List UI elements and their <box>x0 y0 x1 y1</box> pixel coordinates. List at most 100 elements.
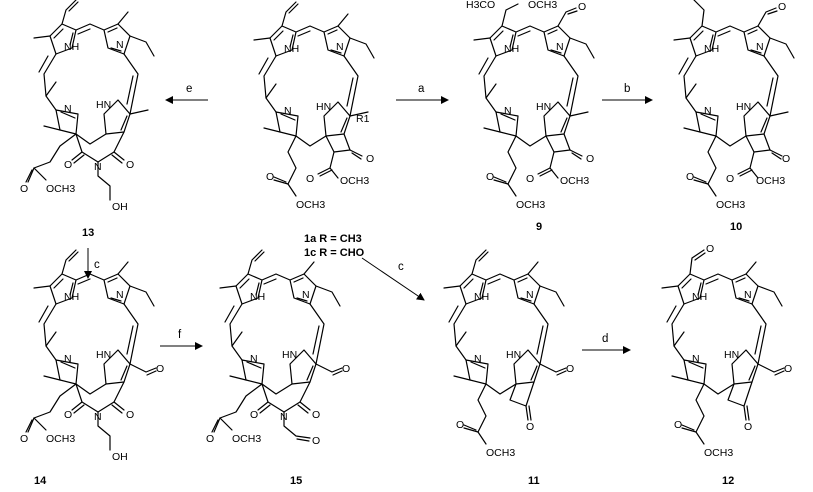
atom-o: O <box>782 153 790 165</box>
compound-label-10: 10 <box>730 221 742 233</box>
arrow-f: f <box>160 329 203 350</box>
step-label-b: b <box>624 83 630 95</box>
atom-hn: HN <box>96 99 111 111</box>
atom-n: N <box>284 105 292 117</box>
arrow-c-diagonal: c <box>361 257 425 301</box>
atom-o: O <box>366 153 374 165</box>
compound-label-1c: 1c R = CHO <box>304 247 365 259</box>
atom-nh: NH <box>64 291 79 303</box>
atom-nh: NH <box>284 43 299 55</box>
atom-n: N <box>116 289 124 301</box>
atom-n: N <box>526 289 534 301</box>
atom-n: N <box>302 289 310 301</box>
atom-nh: NH <box>250 291 265 303</box>
compound-label-13: 13 <box>82 227 94 239</box>
atom-oh: OH <box>112 451 128 463</box>
compound-9: NH N N HN H3CO OCH3 O O O OCH3 O OCH3 9 <box>466 0 595 233</box>
atom-o: O <box>778 1 786 13</box>
step-label-c: c <box>94 259 100 271</box>
atom-n: N <box>64 353 72 365</box>
atom-o: O <box>20 433 28 445</box>
compound-12: NH N N HN O O O O OCH3 12 <box>661 243 792 487</box>
atom-hn: HN <box>736 101 751 113</box>
atom-n: N <box>692 353 700 365</box>
atom-n: N <box>94 161 102 173</box>
compound-1: NH N N HN R1 O O OCH3 O OCH3 1a R = CH3 … <box>253 1 375 259</box>
step-label-f: f <box>178 329 182 341</box>
atom-hn: HN <box>536 101 551 113</box>
atom-n: N <box>250 353 258 365</box>
atom-o: O <box>126 159 134 171</box>
atom-n: N <box>744 289 752 301</box>
compound-10: NH N N HN O O O O OCH3 O OCH3 10 <box>673 0 795 233</box>
atom-n: N <box>704 105 712 117</box>
atom-o: O <box>250 409 258 421</box>
atom-hn: HN <box>316 101 331 113</box>
atom-hn: HN <box>282 349 297 361</box>
atom-o: O <box>686 171 694 183</box>
compound-13: NH N N HN N O O OH O OCH3 13 <box>20 0 155 239</box>
atom-hn: HN <box>96 349 111 361</box>
compound-label-14: 14 <box>34 475 47 487</box>
compound-label-15: 15 <box>290 475 302 487</box>
atom-o: O <box>64 159 72 171</box>
compound-14: NH N N HN O N O O OH O OCH3 14 <box>20 249 164 487</box>
atom-h3co: H3CO <box>466 0 495 11</box>
atom-o: O <box>312 435 320 447</box>
atom-o: O <box>266 171 274 183</box>
compound-label-12: 12 <box>722 475 734 487</box>
atom-o: O <box>578 1 586 13</box>
atom-o: O <box>726 173 734 185</box>
compound-label-11: 11 <box>528 475 540 487</box>
atom-nh: NH <box>64 41 79 53</box>
atom-och3: OCH3 <box>560 175 589 187</box>
atom-och3: OCH3 <box>528 0 557 11</box>
atom-o: O <box>156 363 164 375</box>
atom-o: O <box>342 363 350 375</box>
atom-nh: NH <box>692 291 707 303</box>
atom-o: O <box>64 409 72 421</box>
step-label-c: c <box>398 261 404 273</box>
atom-n: N <box>64 103 72 115</box>
atom-o: O <box>706 243 714 255</box>
atom-och3: OCH3 <box>340 175 369 187</box>
atom-och3: OCH3 <box>296 199 325 211</box>
atom-och3: OCH3 <box>46 433 75 445</box>
compound-11: NH N N HN O O O OCH3 11 <box>443 249 574 487</box>
atom-och3: OCH3 <box>46 183 75 195</box>
atom-och3: OCH3 <box>516 199 545 211</box>
atom-o: O <box>456 419 464 431</box>
atom-o: O <box>306 173 314 185</box>
atom-nh: NH <box>504 43 519 55</box>
compound-label-9: 9 <box>536 221 542 233</box>
atom-och3: OCH3 <box>232 433 261 445</box>
atom-o: O <box>206 433 214 445</box>
atom-o: O <box>784 363 792 375</box>
atom-o: O <box>312 409 320 421</box>
arrow-a: a <box>396 83 449 104</box>
atom-o: O <box>526 173 534 185</box>
atom-och3: OCH3 <box>704 447 733 459</box>
atom-r1: R1 <box>356 113 370 125</box>
atom-o: O <box>526 421 534 433</box>
compound-label-1a: 1a R = CH3 <box>304 233 362 245</box>
atom-n: N <box>556 41 564 53</box>
atom-hn: HN <box>724 349 739 361</box>
atom-n: N <box>474 353 482 365</box>
arrow-b: b <box>602 83 653 104</box>
arrow-e: e <box>165 83 208 104</box>
atom-o: O <box>674 419 682 431</box>
atom-o: O <box>20 183 28 195</box>
atom-hn: HN <box>506 349 521 361</box>
atom-o: O <box>486 171 494 183</box>
step-label-a: a <box>418 83 425 95</box>
step-label-e: e <box>186 83 192 95</box>
atom-och3: OCH3 <box>486 447 515 459</box>
atom-oh: OH <box>112 201 128 213</box>
atom-o: O <box>566 363 574 375</box>
atom-och3: OCH3 <box>716 199 745 211</box>
atom-nh: NH <box>474 291 489 303</box>
step-label-d: d <box>602 333 608 345</box>
